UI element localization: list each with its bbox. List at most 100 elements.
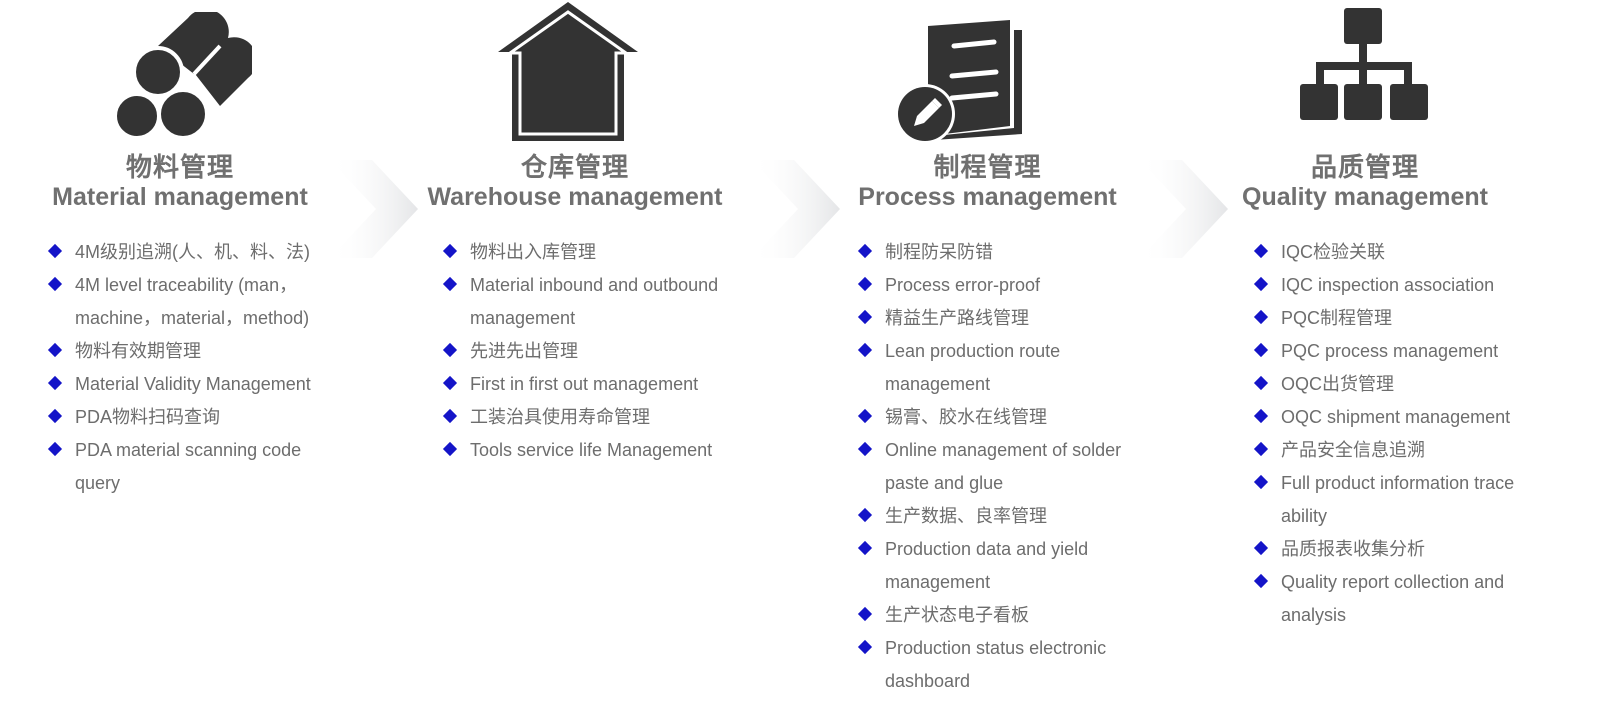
list-item: Online management of solder paste and gl… [857, 434, 1140, 500]
list-item: 物料出入库管理 [442, 236, 735, 269]
list-item: OQC出货管理 [1253, 368, 1531, 401]
list-item-text: Online management of solder paste and gl… [885, 440, 1122, 493]
list-item-text: OQC shipment management [1281, 407, 1511, 427]
list-item-text: 品质报表收集分析 [1281, 539, 1425, 559]
list-item: IQC检验关联 [1253, 236, 1531, 269]
list-item: 生产状态电子看板 [857, 599, 1140, 632]
list-item: OQC shipment management [1253, 401, 1531, 434]
diamond-bullet-icon [47, 441, 63, 457]
list-item: 4M level traceability (man，machine，mater… [47, 269, 325, 335]
list-item: 产品安全信息追溯 [1253, 434, 1531, 467]
list-item: Lean production route management [857, 335, 1140, 401]
flow-arrow-icon [1140, 160, 1230, 263]
diamond-bullet-icon [1253, 375, 1269, 391]
diamond-bullet-icon [857, 276, 873, 292]
list-item-text: Process error-proof [885, 275, 1041, 295]
list-item-text: 物料有效期管理 [75, 341, 201, 361]
list-item-text: 生产数据、良率管理 [885, 506, 1047, 526]
diamond-bullet-icon [1253, 474, 1269, 490]
diamond-bullet-icon [1253, 408, 1269, 424]
list-item: 锡膏、胶水在线管理 [857, 401, 1140, 434]
list-item: 4M级别追溯(人、机、料、法) [47, 236, 325, 269]
list-item: PDA物料扫码查询 [47, 401, 325, 434]
title-zh: 制程管理 [933, 152, 1042, 182]
list-item-text: 4M level traceability (man，machine，mater… [75, 275, 310, 328]
diamond-bullet-icon [1253, 342, 1269, 358]
list-item-text: 物料出入库管理 [470, 242, 596, 262]
list-item-text: IQC inspection association [1281, 275, 1495, 295]
list-item: 生产数据、良率管理 [857, 500, 1140, 533]
list-item-text: 先进先出管理 [470, 341, 578, 361]
list-item: PQC process management [1253, 335, 1531, 368]
list-item-text: Material inbound and outbound management [470, 275, 719, 328]
list-item-text: Production status electronic dashboard [885, 638, 1107, 691]
list-item: Full product information trace ability [1253, 467, 1531, 533]
list-item: 工装治具使用寿命管理 [442, 401, 735, 434]
feature-list: 4M级别追溯(人、机、料、法) 4M level traceability (m… [47, 236, 325, 500]
diamond-bullet-icon [442, 243, 458, 259]
diamond-bullet-icon [857, 639, 873, 655]
list-item: 先进先出管理 [442, 335, 735, 368]
diamond-bullet-icon [442, 375, 458, 391]
list-item: Material inbound and outbound management [442, 269, 735, 335]
feature-list: 制程防呆防错 Process error-proof 精益生产路线管理 Lean… [857, 236, 1140, 698]
list-item-text: PQC制程管理 [1281, 308, 1393, 328]
title-en: Process management [858, 183, 1117, 211]
list-item: Quality report collection and analysis [1253, 566, 1531, 632]
list-item-text: OQC出货管理 [1281, 374, 1395, 394]
diamond-bullet-icon [1253, 441, 1269, 457]
column-title: 品质管理 Quality management [1215, 152, 1515, 212]
list-item-text: Lean production route management [885, 341, 1061, 394]
diamond-bullet-icon [857, 243, 873, 259]
list-item: IQC inspection association [1253, 269, 1531, 302]
diamond-bullet-icon [442, 441, 458, 457]
flow-arrow-icon [752, 160, 842, 263]
pipes-icon [112, 12, 252, 142]
list-item: Tools service life Management [442, 434, 735, 467]
list-item-text: 4M级别追溯(人、机、料、法) [75, 242, 310, 262]
list-item: PDA material scanning code query [47, 434, 325, 500]
list-item: 品质报表收集分析 [1253, 533, 1531, 566]
list-item-text: PQC process management [1281, 341, 1499, 361]
house-icon [496, 0, 640, 142]
title-zh: 仓库管理 [520, 152, 629, 182]
list-item-text: Production data and yield management [885, 539, 1089, 592]
list-item: PQC制程管理 [1253, 302, 1531, 335]
diamond-bullet-icon [442, 342, 458, 358]
feature-list: 物料出入库管理 Material inbound and outbound ma… [442, 236, 735, 467]
diamond-bullet-icon [857, 441, 873, 457]
list-item-text: Quality report collection and analysis [1281, 572, 1505, 625]
list-item-text: 生产状态电子看板 [885, 605, 1029, 625]
diamond-bullet-icon [442, 408, 458, 424]
diamond-bullet-icon [857, 408, 873, 424]
list-item-text: IQC检验关联 [1281, 242, 1386, 262]
list-item-text: 精益生产路线管理 [885, 308, 1029, 328]
list-item-text: 工装治具使用寿命管理 [470, 407, 650, 427]
diamond-bullet-icon [1253, 276, 1269, 292]
diamond-bullet-icon [1253, 309, 1269, 325]
list-item-text: 锡膏、胶水在线管理 [885, 407, 1047, 427]
list-item: Process error-proof [857, 269, 1140, 302]
list-item-text: Tools service life Management [470, 440, 713, 460]
diamond-bullet-icon [47, 375, 63, 391]
title-en: Material management [52, 183, 308, 211]
diamond-bullet-icon [47, 243, 63, 259]
list-item: Material Validity Management [47, 368, 325, 401]
list-item-text: 产品安全信息追溯 [1281, 440, 1425, 460]
flow-arrow-icon [330, 160, 420, 263]
title-en: Quality management [1242, 183, 1488, 211]
column-title: 仓库管理 Warehouse management [415, 152, 735, 212]
diamond-bullet-icon [857, 309, 873, 325]
list-item: Production data and yield management [857, 533, 1140, 599]
column-title: 物料管理 Material management [30, 152, 330, 212]
list-item-text: PDA material scanning code query [75, 440, 302, 493]
list-item: 物料有效期管理 [47, 335, 325, 368]
feature-list: IQC检验关联 IQC inspection association PQC制程… [1253, 236, 1531, 632]
list-item-text: First in first out management [470, 374, 699, 394]
diamond-bullet-icon [857, 507, 873, 523]
list-item-text: Material Validity Management [75, 374, 311, 394]
diamond-bullet-icon [47, 342, 63, 358]
diamond-bullet-icon [1253, 540, 1269, 556]
list-item: 精益生产路线管理 [857, 302, 1140, 335]
diamond-bullet-icon [1253, 573, 1269, 589]
